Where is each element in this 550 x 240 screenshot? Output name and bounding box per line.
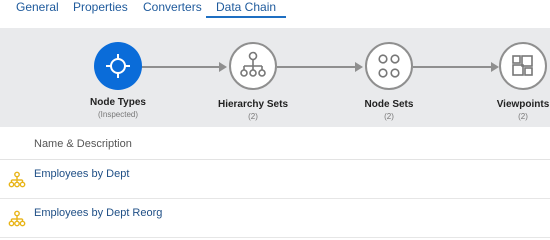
- viewpoints-node[interactable]: [499, 42, 547, 90]
- data-chain-panel: Node Types (Inspected) Hierarchy Sets (2…: [0, 28, 550, 127]
- hierarchy-sets-node[interactable]: [229, 42, 277, 90]
- tab-converters[interactable]: Converters: [143, 0, 202, 14]
- list-item[interactable]: Employees by Dept Reorg: [0, 199, 550, 238]
- hierarchy-sets-count: (2): [248, 112, 258, 121]
- viewpoints-count: (2): [518, 112, 528, 121]
- list-header: Name & Description: [0, 127, 550, 160]
- name-description-column-header: Name & Description: [34, 138, 132, 150]
- list-item-name[interactable]: Employees by Dept: [34, 168, 130, 180]
- node-types-label: Node Types: [90, 97, 146, 108]
- viewpoints-label: Viewpoints: [496, 99, 550, 110]
- node-sets-node[interactable]: [365, 42, 413, 90]
- connector-arrow: [219, 62, 227, 72]
- node-set-icon: [378, 54, 400, 78]
- node-sets-label: Node Sets: [364, 99, 414, 110]
- hierarchy-sets-label: Hierarchy Sets: [217, 99, 289, 110]
- hierarchy-set-icon: [8, 171, 26, 188]
- tab-data-chain[interactable]: Data Chain: [206, 0, 287, 18]
- list-item-name[interactable]: Employees by Dept Reorg: [34, 207, 163, 219]
- connector-arrow: [355, 62, 363, 72]
- tab-bar: General Properties Converters Data Chain: [0, 0, 550, 28]
- tab-general[interactable]: General: [16, 0, 59, 14]
- connector-line: [141, 66, 219, 68]
- hierarchy-set-icon: [8, 210, 26, 227]
- connector-line: [413, 66, 491, 68]
- node-sets-count: (2): [384, 112, 394, 121]
- hierarchy-icon: [240, 51, 266, 77]
- tab-properties[interactable]: Properties: [73, 0, 128, 14]
- list-item[interactable]: Employees by Dept: [0, 160, 550, 199]
- connector-line: [277, 66, 355, 68]
- crosshair-icon: [106, 54, 130, 78]
- viewpoint-icon: [512, 55, 533, 76]
- connector-arrow: [491, 62, 499, 72]
- node-types-sub: (Inspected): [97, 110, 139, 119]
- node-types-node[interactable]: [94, 42, 142, 90]
